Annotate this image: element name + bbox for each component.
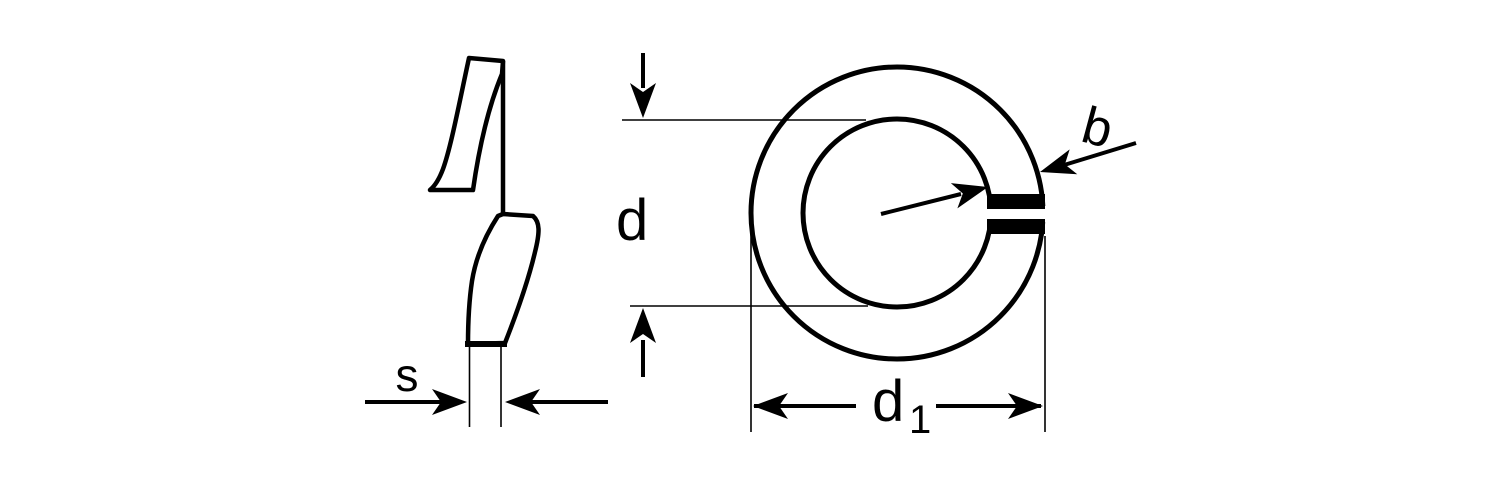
split-gap-mask bbox=[981, 206, 1057, 222]
label-d: d bbox=[616, 188, 648, 253]
side-view: s bbox=[365, 55, 608, 427]
split-cut-bar-top bbox=[987, 194, 1045, 209]
b-arrowhead bbox=[1036, 149, 1078, 185]
lower-coil-face bbox=[465, 211, 541, 347]
label-d1-subscript: 1 bbox=[909, 398, 931, 442]
split-cut-bar-bottom bbox=[987, 219, 1045, 234]
d-arrowhead-bottom bbox=[630, 308, 656, 343]
label-s: s bbox=[396, 349, 419, 401]
inner-circle bbox=[800, 116, 994, 310]
front-view: d b d 1 bbox=[616, 53, 1137, 442]
d-arrowhead-top bbox=[630, 83, 656, 118]
radius-leader-line bbox=[880, 192, 962, 216]
upper-coil-face bbox=[427, 55, 506, 193]
label-d1: d bbox=[872, 369, 904, 434]
